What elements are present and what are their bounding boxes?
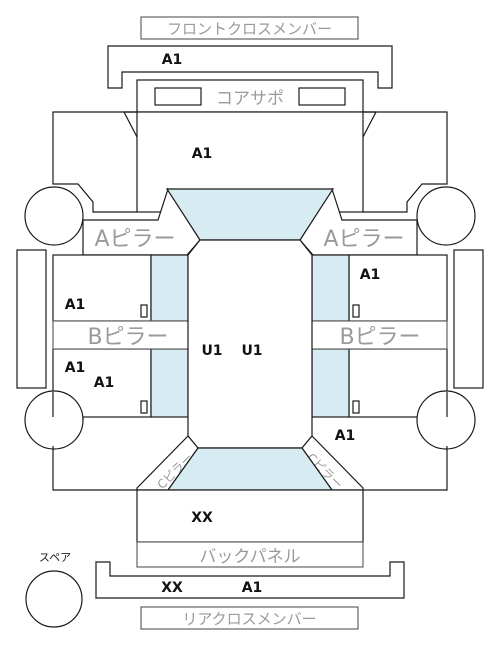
wheel-rear-left[interactable] — [24, 390, 84, 450]
rear-cross-member-label: リアクロスメンバー — [182, 610, 316, 628]
rear-door-left-handle[interactable] — [140, 400, 148, 414]
b-pillar-left-panel[interactable] — [52, 320, 190, 350]
front-cross-member-code: A1 — [162, 52, 183, 68]
spare-label: スペア — [39, 551, 71, 564]
front-cross-member-bracket[interactable] — [107, 45, 393, 89]
b-pillar-right-label: Bピラー — [339, 325, 420, 350]
headlight-left[interactable] — [154, 87, 202, 106]
front-door-right-code: A1 — [360, 267, 381, 283]
side-sill-right[interactable] — [453, 249, 484, 389]
side-sill-left[interactable] — [16, 249, 47, 389]
hood-code: A1 — [192, 146, 213, 162]
wheel-front-left[interactable] — [24, 186, 84, 246]
trunk-panel[interactable] — [136, 489, 364, 543]
a-pillar-right-label: Aピラー — [323, 227, 404, 252]
wheel-front-right[interactable] — [416, 186, 476, 246]
rear-fender-left[interactable] — [52, 392, 137, 491]
front-cross-member-label: フロントクロスメンバー — [167, 20, 332, 38]
trunk-code: XX — [191, 510, 213, 526]
rear-door-left-code-1: A1 — [65, 360, 86, 376]
a-pillar-left-label: Aピラー — [94, 227, 175, 252]
back-panel-box[interactable] — [136, 541, 364, 568]
rear-cross-member-bracket[interactable] — [95, 561, 405, 599]
rear-door-right-handle[interactable] — [352, 400, 360, 414]
roof-left-code: U1 — [201, 343, 222, 359]
b-pillar-left-label: Bピラー — [87, 325, 168, 350]
front-cross-member-box[interactable] — [140, 16, 359, 40]
front-door-left-code: A1 — [65, 297, 86, 313]
rear-door-left-code-2: A1 — [94, 375, 115, 391]
front-door-right-handle[interactable] — [352, 304, 360, 318]
spare-tire[interactable] — [25, 570, 83, 628]
window-front-left[interactable] — [150, 254, 189, 322]
front-fender-right[interactable] — [363, 111, 448, 213]
front-fender-left-edge — [123, 111, 138, 138]
front-door-left-handle[interactable] — [140, 304, 148, 318]
front-fender-left[interactable] — [52, 111, 137, 213]
rear-fender-right[interactable] — [363, 392, 448, 491]
roof-right-code: U1 — [241, 343, 262, 359]
rear-cross-left-code: XX — [161, 580, 183, 596]
window-rear-right[interactable] — [311, 348, 350, 418]
headlight-right[interactable] — [298, 87, 346, 106]
back-panel-label: バックパネル — [199, 547, 300, 567]
window-front-right[interactable] — [311, 254, 350, 322]
front-fender-right-edge — [362, 111, 377, 138]
front-door-right[interactable] — [348, 254, 448, 322]
rear-cross-right-code: A1 — [242, 580, 263, 596]
b-pillar-right-panel[interactable] — [310, 320, 448, 350]
window-rear-left[interactable] — [150, 348, 189, 418]
core-support-label: コアサポ — [216, 89, 284, 109]
rear-door-right-code: A1 — [335, 428, 356, 444]
rear-cross-member-box[interactable] — [140, 606, 359, 630]
wheel-rear-right[interactable] — [416, 390, 476, 450]
